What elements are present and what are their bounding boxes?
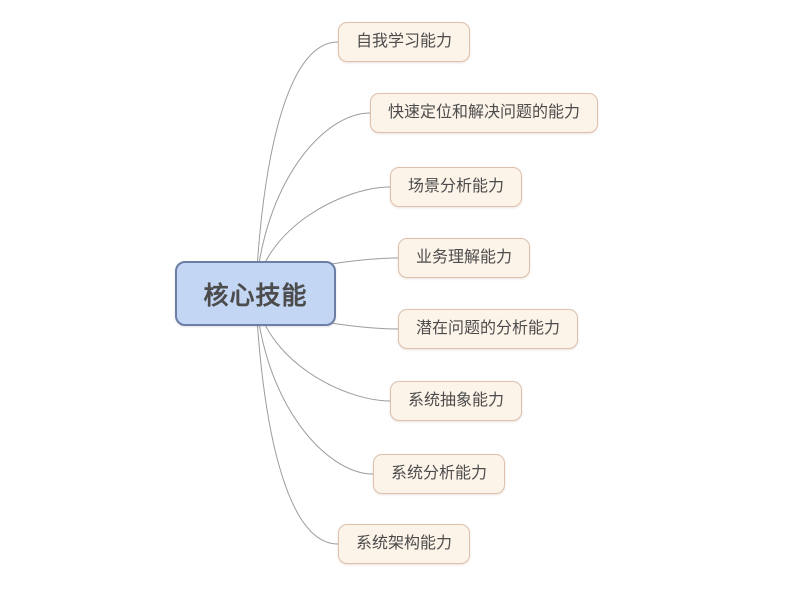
- branch-node-potential-problem-analysis[interactable]: 潜在问题的分析能力: [398, 309, 579, 349]
- branch-node-system-abstraction[interactable]: 系统抽象能力: [390, 381, 523, 421]
- branch-node-system-architecture[interactable]: 系统架构能力: [338, 524, 471, 564]
- branch-node-system-analysis[interactable]: 系统分析能力: [373, 454, 506, 494]
- branch-node-self-learning[interactable]: 自我学习能力: [338, 22, 471, 62]
- branch-node-business-understanding[interactable]: 业务理解能力: [398, 238, 531, 278]
- root-node[interactable]: 核心技能: [175, 261, 336, 326]
- branch-node-problem-solving[interactable]: 快速定位和解决问题的能力: [370, 93, 599, 133]
- branch-node-scenario-analysis[interactable]: 场景分析能力: [390, 167, 523, 207]
